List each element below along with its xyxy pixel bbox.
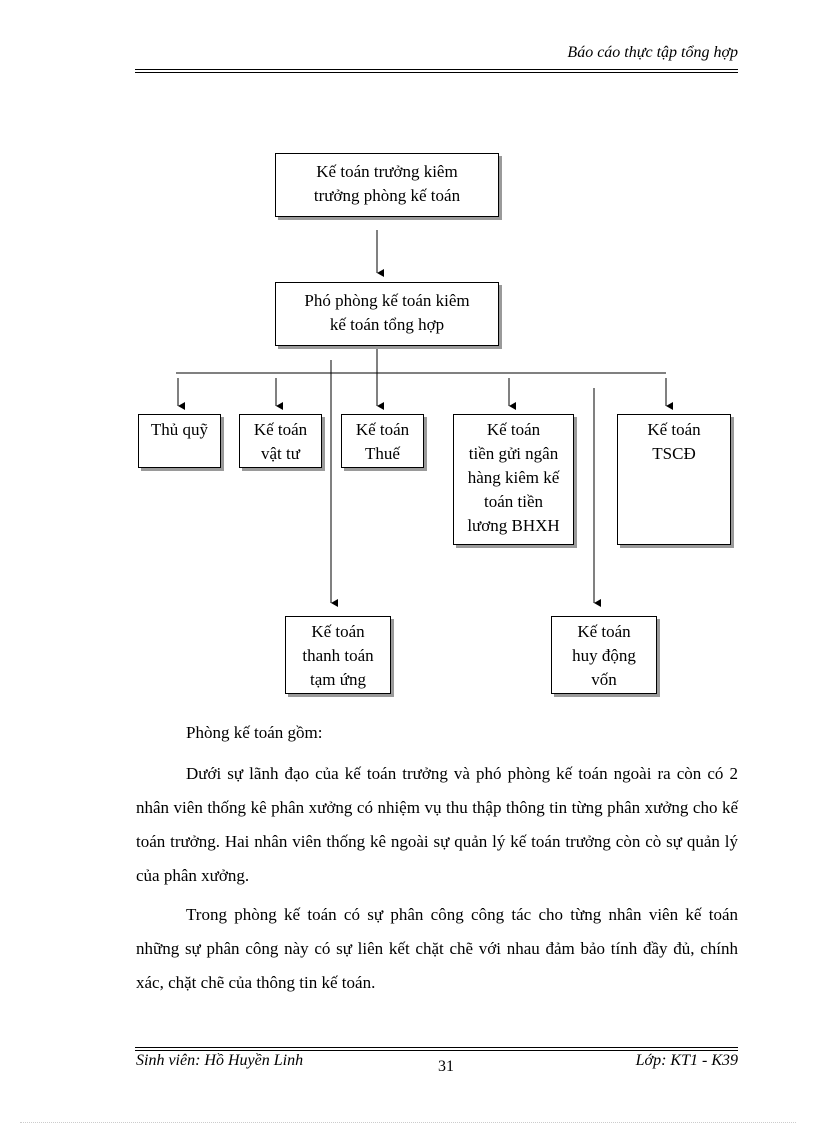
org-box-tien-gui: Kế toán tiền gửi ngân hàng kiêm kế toán … (453, 414, 574, 545)
org-box-huy-dong: Kế toán huy động vốn (551, 616, 657, 694)
footer-divider (135, 1047, 738, 1048)
paragraph-1: Dưới sự lãnh đạo của kế toán trưởng và p… (136, 764, 738, 885)
org-box-deputy-head: Phó phòng kế toán kiêm kế toán tổng hợp (275, 282, 499, 346)
footer-class: Lớp: KT1 - K39 (635, 1052, 738, 1069)
header-divider-secondary (135, 72, 738, 73)
paragraph-intro: Phòng kế toán gồm: (186, 723, 323, 742)
footer-divider-secondary (135, 1050, 738, 1051)
header-divider (135, 69, 738, 70)
org-box-tscd: Kế toán TSCĐ (617, 414, 731, 545)
header-title: Báo cáo thực tập tổng hợp (567, 44, 738, 61)
org-chart-connectors (176, 230, 673, 607)
page-number: 31 (438, 1058, 454, 1075)
org-box-thue: Kế toán Thuế (341, 414, 424, 468)
org-box-thanh-toan: Kế toán thanh toán tạm ứng (285, 616, 391, 694)
org-box-thu-quy: Thủ quỹ (138, 414, 221, 468)
footer-student: Sinh viên: Hồ Huyền Linh (136, 1052, 304, 1069)
org-box-chief-accountant: Kế toán trưởng kiêm trưởng phòng kế toán (275, 153, 499, 217)
paragraph-2: Trong phòng kế toán có sự phân công công… (136, 905, 738, 992)
org-box-vat-tu: Kế toán vật tư (239, 414, 322, 468)
